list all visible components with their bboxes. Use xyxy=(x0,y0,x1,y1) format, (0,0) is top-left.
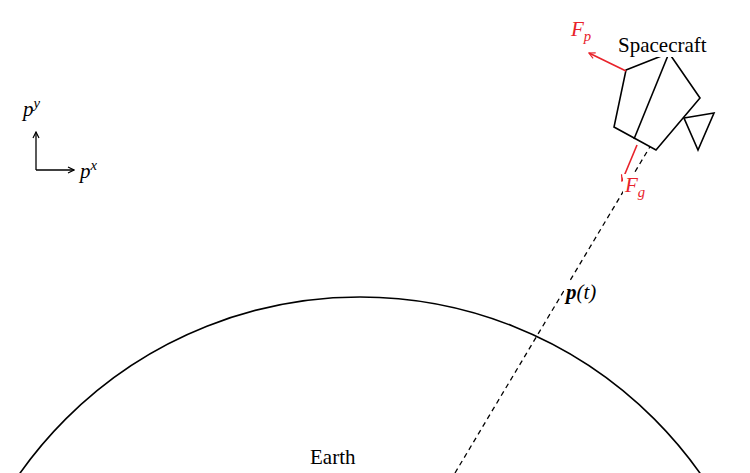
earth-label: Earth xyxy=(310,446,355,469)
text-part: F xyxy=(625,173,638,197)
x-axis-label: px xyxy=(80,160,97,183)
thrust-force-label: Fp xyxy=(571,18,591,41)
gravity-force-label: Fg xyxy=(623,174,647,197)
x-axis-arrow xyxy=(36,169,74,170)
position-label: p(t) xyxy=(564,281,598,304)
text-part: F xyxy=(571,17,584,41)
text-part: (t) xyxy=(577,280,597,304)
position-vector xyxy=(455,130,660,473)
earth-outline xyxy=(0,297,750,473)
text-part: p xyxy=(23,97,34,121)
text-part: p xyxy=(80,159,91,183)
spacecraft-label: Spacecraft xyxy=(616,34,709,57)
y-axis-arrow xyxy=(35,132,36,170)
text-part: p xyxy=(584,28,591,44)
text-part: p xyxy=(566,280,577,304)
spacecraft-body xyxy=(614,53,714,150)
text-part: y xyxy=(34,95,41,111)
y-axis-label: py xyxy=(23,98,40,121)
text-part: g xyxy=(638,184,645,200)
text-part: x xyxy=(91,157,98,173)
